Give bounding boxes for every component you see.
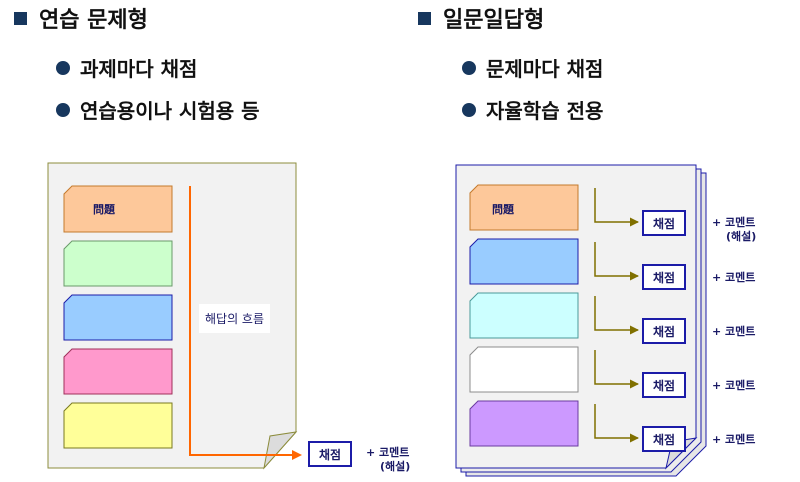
right-comment-note-4: + 코멘트 bbox=[712, 379, 756, 392]
bullet-dot-icon bbox=[56, 61, 70, 75]
row-arrow bbox=[594, 296, 639, 335]
left-question-card-3 bbox=[63, 294, 173, 341]
right-comment-note-1: + 코멘트 (해설) bbox=[712, 216, 756, 244]
row-arrow bbox=[594, 350, 639, 389]
right-heading-text: 일문일답형 bbox=[443, 8, 545, 33]
right-comment-note-2: + 코멘트 bbox=[712, 271, 756, 284]
right-score-box-5: 채점 bbox=[642, 426, 686, 452]
right-bullet-text: 자율학습 전용 bbox=[486, 99, 604, 123]
left-bullet-text: 과제마다 채점 bbox=[80, 57, 198, 81]
right-question-card-4 bbox=[469, 346, 579, 393]
left-question-card-2 bbox=[63, 240, 173, 287]
row-arrow bbox=[594, 242, 639, 281]
square-bullet-icon bbox=[418, 12, 431, 25]
left-question-card-4 bbox=[63, 348, 173, 395]
answer-flow-arrow bbox=[189, 186, 302, 460]
left-bullet-1: 과제마다 채점 bbox=[56, 57, 197, 81]
right-heading: 일문일답형 bbox=[418, 8, 544, 34]
commentary-text: (해설) bbox=[380, 460, 411, 473]
left-heading-text: 연습 문제형 bbox=[39, 8, 148, 33]
left-score-box: 채점 bbox=[308, 441, 352, 467]
bullet-dot-icon bbox=[462, 103, 476, 117]
right-bullet-1: 문제마다 채점 bbox=[462, 57, 603, 81]
comment-text: + 코멘트 bbox=[366, 446, 410, 459]
left-bullet-text: 연습용이나 시험용 등 bbox=[80, 99, 260, 123]
square-bullet-icon bbox=[14, 12, 27, 25]
bullet-dot-icon bbox=[462, 61, 476, 75]
left-card-label: 問題 bbox=[93, 203, 115, 216]
right-score-box-3: 채점 bbox=[642, 318, 686, 344]
left-question-card-1 bbox=[63, 185, 173, 233]
right-comment-note-3: + 코멘트 bbox=[712, 325, 756, 338]
flow-label: 해답의 흐름 bbox=[199, 304, 271, 333]
right-question-card-2 bbox=[469, 238, 579, 285]
right-comment-note-5: + 코멘트 bbox=[712, 433, 756, 446]
right-score-box-2: 채점 bbox=[642, 264, 686, 290]
right-bullet-text: 문제마다 채점 bbox=[486, 57, 604, 81]
left-heading: 연습 문제형 bbox=[14, 8, 148, 34]
right-card-label: 問題 bbox=[492, 203, 514, 216]
row-arrow bbox=[594, 188, 639, 227]
right-question-card-3 bbox=[469, 292, 579, 339]
left-bullet-2: 연습용이나 시험용 등 bbox=[56, 99, 260, 123]
right-score-box-1: 채점 bbox=[642, 210, 686, 236]
left-question-card-5 bbox=[63, 402, 173, 449]
page-curl bbox=[263, 431, 298, 470]
comment-text: + 코멘트 bbox=[712, 216, 756, 229]
right-question-card-1 bbox=[469, 184, 579, 231]
right-score-box-4: 채점 bbox=[642, 372, 686, 398]
commentary-text: (해설) bbox=[726, 230, 757, 243]
right-bullet-2: 자율학습 전용 bbox=[462, 99, 603, 123]
row-arrow bbox=[594, 404, 639, 443]
right-question-card-5 bbox=[469, 400, 579, 447]
bullet-dot-icon bbox=[56, 103, 70, 117]
left-comment-note: + 코멘트 (해설) bbox=[366, 446, 410, 474]
